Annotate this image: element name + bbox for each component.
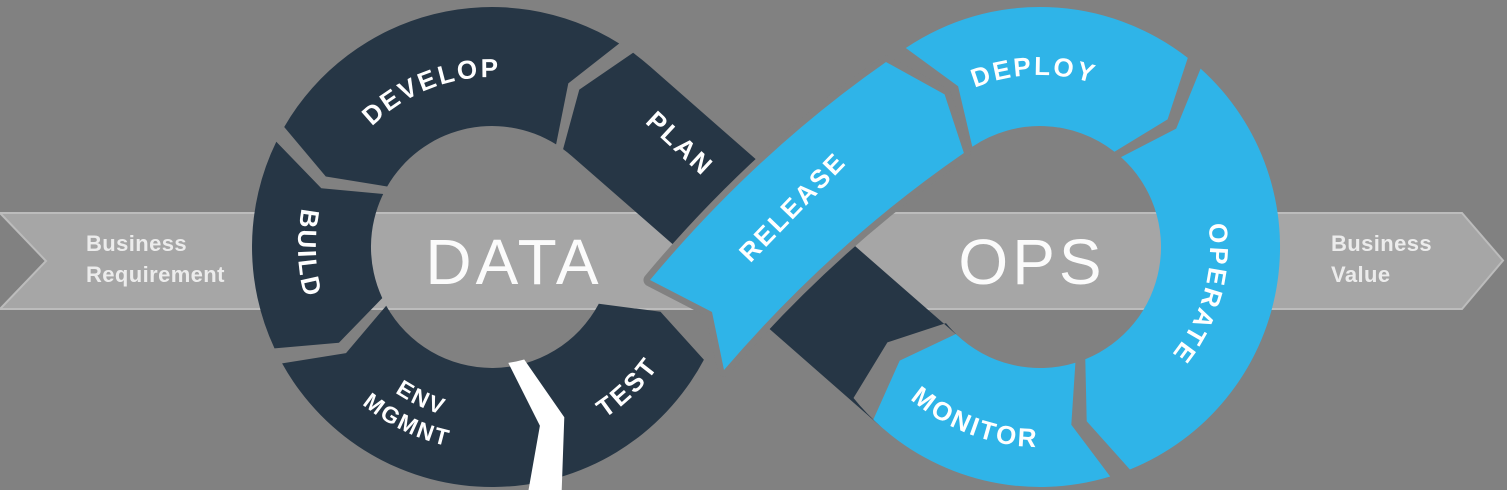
segment-develop <box>284 7 620 187</box>
band-right-label-line2: Value <box>1331 262 1390 287</box>
segment-operate <box>1085 68 1281 470</box>
segment-build-label: BUILD <box>292 207 329 300</box>
build-label-text: BUILD <box>292 207 326 300</box>
segment-monitor <box>873 334 1111 487</box>
chevron-separator-icon <box>508 359 565 490</box>
ops-loop-label: OPS <box>958 226 1105 298</box>
data-loop-label: DATA <box>425 226 602 298</box>
segment-env-mgmnt-test <box>282 303 704 488</box>
band-left-label-line2: Requirement <box>86 262 225 287</box>
band-left-label-line1: Business <box>86 231 187 256</box>
segment-release <box>650 62 964 370</box>
segment-deploy <box>905 6 1188 152</box>
segment-build <box>252 141 384 349</box>
band-right-label-line1: Business <box>1331 231 1432 256</box>
